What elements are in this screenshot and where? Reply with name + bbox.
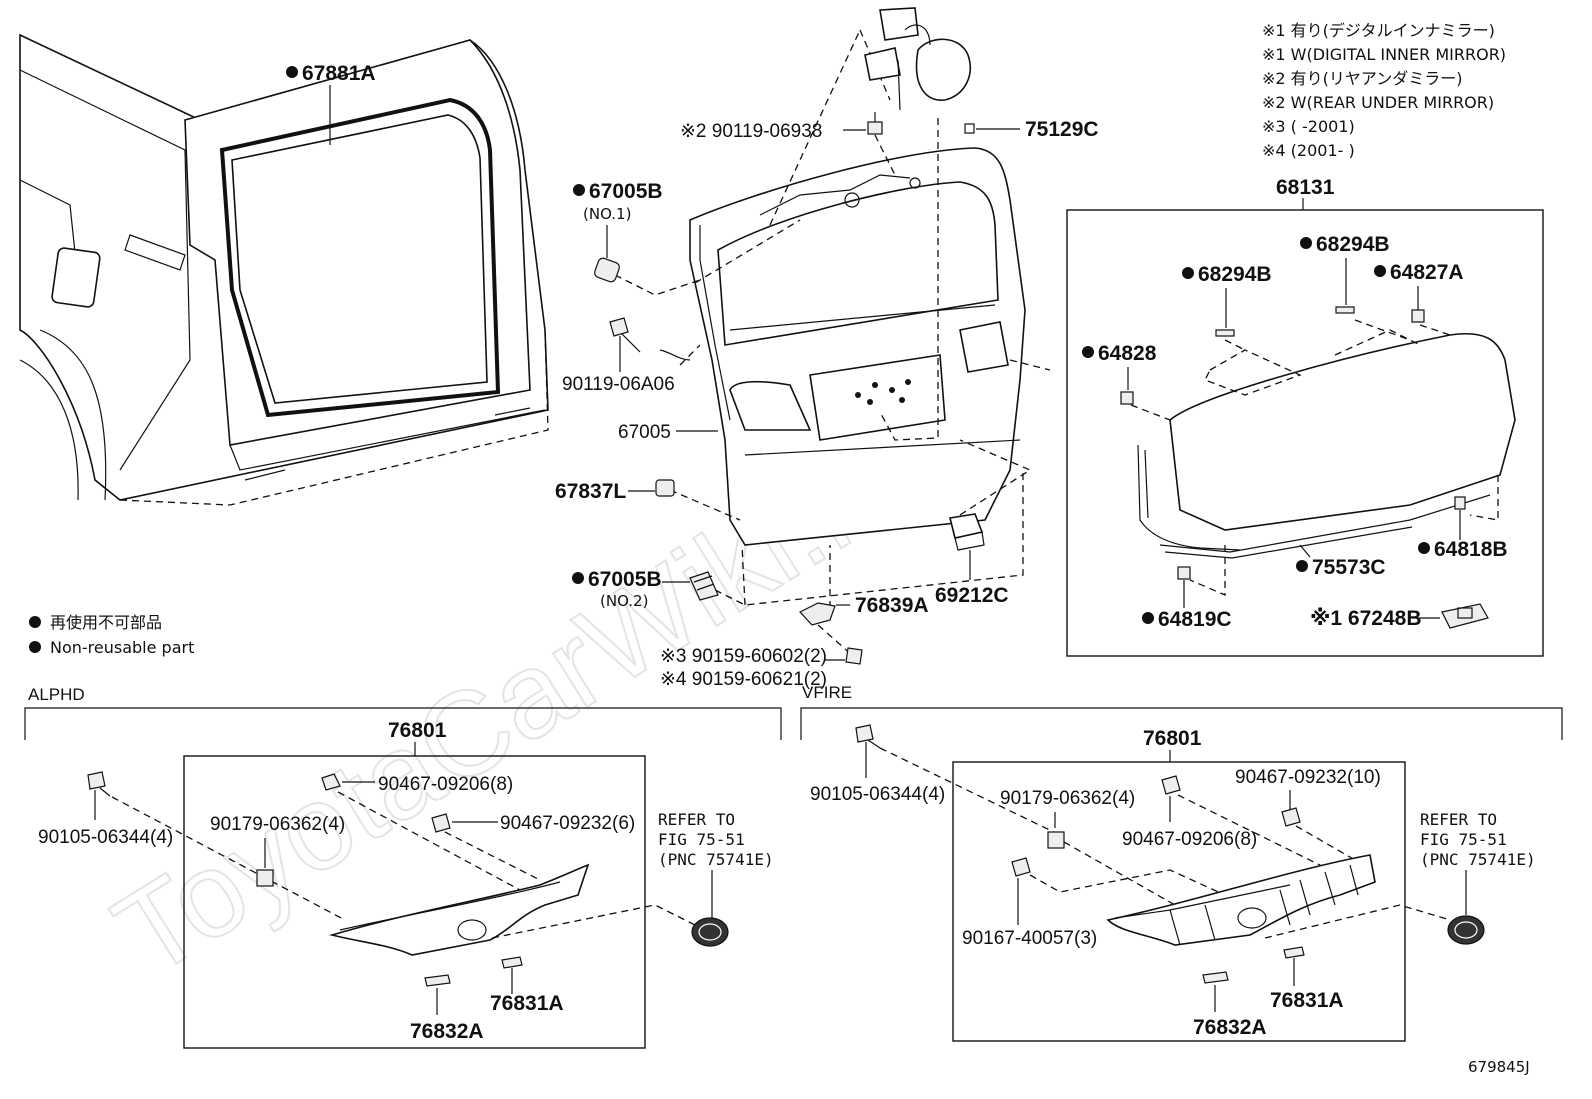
label-vfire-refer-3: (PNC 75741E) bbox=[1420, 850, 1536, 869]
label-alphd-90179-06362: 90179-06362(4) bbox=[210, 814, 345, 835]
nut-90467-09232-vfire bbox=[1281, 807, 1301, 827]
emblem-vfire bbox=[1447, 915, 1485, 945]
clip-64818B bbox=[1454, 496, 1466, 510]
label-vfire-76801: 76801 bbox=[1143, 727, 1202, 750]
clip-68294B-b bbox=[1215, 329, 1235, 337]
note-1-jp: ※1 有り(デジタルインナミラー) bbox=[1262, 21, 1495, 40]
label-90159-60602: ※3 90159-60602(2) bbox=[660, 646, 827, 667]
legend-jp: 再使用不可部品 bbox=[50, 613, 162, 632]
label-vfire-refer-2: FIG 75-51 bbox=[1420, 830, 1507, 849]
bolt-90167-40057-vfire bbox=[1011, 857, 1031, 877]
box-alphd-76801 bbox=[183, 755, 646, 1049]
screw-90105-06344-vfire bbox=[855, 724, 881, 749]
note-2-en: ※2 W(REAR UNDER MIRROR) bbox=[1262, 93, 1494, 112]
note-1-en: ※1 W(DIGITAL INNER MIRROR) bbox=[1262, 45, 1506, 64]
label-75573C: 75573C bbox=[1312, 556, 1386, 579]
emblem-76831A-vfire bbox=[1283, 946, 1305, 959]
legend-en: Non-reusable part bbox=[50, 638, 194, 657]
bolt-90119-06A06 bbox=[609, 317, 691, 361]
label-69212C: 69212C bbox=[935, 584, 1009, 607]
nut-90467-09232-alphd bbox=[431, 813, 451, 833]
label-67005B-no1-sub: (NO.1) bbox=[583, 205, 631, 223]
label-90119-06A06: 90119-06A06 bbox=[562, 374, 675, 395]
box-68131 bbox=[1066, 209, 1544, 657]
label-67881A: 67881A bbox=[302, 62, 376, 85]
back-door-67005 bbox=[689, 147, 1026, 546]
bracket-76839A bbox=[799, 602, 836, 626]
section-alphd: ALPHD bbox=[28, 685, 85, 704]
note-2-jp: ※2 有り(リヤアンダミラー) bbox=[1262, 69, 1463, 88]
note-3: ※3 ( -2001) bbox=[1262, 117, 1355, 136]
label-64827A: 64827A bbox=[1390, 261, 1464, 284]
label-alphd-refer-3: (PNC 75741E) bbox=[658, 850, 774, 869]
trim-68131 bbox=[1137, 333, 1516, 559]
emblem-76832A-alphd bbox=[424, 974, 451, 987]
section-vfire: VFIRE bbox=[802, 683, 852, 702]
label-vfire-76832A: 76832A bbox=[1193, 1016, 1267, 1039]
label-67837L: 67837L bbox=[555, 480, 626, 503]
label-67248B: ※1 67248B bbox=[1310, 607, 1422, 630]
label-76839A: 76839A bbox=[855, 594, 929, 617]
label-vfire-refer-1: REFER TO bbox=[1420, 810, 1497, 829]
label-67005B-no1: 67005B bbox=[589, 180, 663, 203]
label-67005B-no2-sub: (NO.2) bbox=[600, 592, 648, 610]
notes-block: ※1 有り(デジタルインナミラー) ※1 W(DIGITAL INNER MIR… bbox=[1262, 21, 1506, 160]
clip-64827A bbox=[1411, 309, 1425, 323]
label-alphd-90467-09206: 90467-09206(8) bbox=[378, 774, 513, 795]
label-alphd-90467-09232: 90467-09232(6) bbox=[500, 813, 635, 834]
rear-under-mirror bbox=[864, 7, 972, 111]
box-vfire-76801 bbox=[952, 761, 1406, 1042]
stopper-67005B-no1 bbox=[594, 257, 620, 283]
note-4: ※4 (2001- ) bbox=[1262, 141, 1355, 160]
label-vfire-90105-06344: 90105-06344(4) bbox=[810, 784, 945, 805]
label-alphd-90105-06344: 90105-06344(4) bbox=[38, 827, 173, 848]
label-68294B-a: 68294B bbox=[1316, 233, 1390, 256]
clip-67837L bbox=[655, 479, 675, 497]
nut-90467-09206-vfire bbox=[1161, 775, 1181, 795]
garnish-76801-alphd bbox=[328, 863, 590, 956]
label-75129C: 75129C bbox=[1025, 118, 1099, 141]
label-90159-60621: ※4 90159-60621(2) bbox=[660, 669, 827, 690]
clip-90179-06362-alphd bbox=[256, 869, 274, 887]
label-alphd-refer-2: FIG 75-51 bbox=[658, 830, 745, 849]
label-67005B-no2: 67005B bbox=[588, 568, 662, 591]
label-68131: 68131 bbox=[1276, 176, 1335, 199]
stopper-67005B-no2 bbox=[689, 571, 719, 601]
garnish-76801-vfire bbox=[1106, 854, 1376, 946]
label-vfire-90179-06362: 90179-06362(4) bbox=[1000, 788, 1135, 809]
bolt-90159 bbox=[845, 647, 863, 665]
label-90119-06938: ※2 90119-06938 bbox=[680, 121, 822, 142]
legend: 再使用不可部品 Non-reusable part bbox=[29, 613, 194, 657]
label-68294B-b: 68294B bbox=[1198, 263, 1272, 286]
camera-67248B bbox=[1441, 603, 1489, 629]
clip-64819C bbox=[1177, 566, 1191, 580]
emblem-alphd bbox=[691, 917, 729, 947]
emblem-76832A-vfire bbox=[1202, 971, 1229, 984]
label-alphd-76832A: 76832A bbox=[410, 1020, 484, 1043]
figure-code: 679845J bbox=[1468, 1058, 1530, 1076]
nut-90467-09206-alphd bbox=[321, 773, 341, 791]
label-64819C: 64819C bbox=[1158, 608, 1232, 631]
label-67005: 67005 bbox=[618, 422, 671, 443]
label-64818B: 64818B bbox=[1434, 538, 1508, 561]
label-vfire-90167-40057: 90167-40057(3) bbox=[962, 928, 1097, 949]
label-vfire-90467-09206: 90467-09206(8) bbox=[1122, 829, 1257, 850]
bolt-90119-06938 bbox=[867, 112, 883, 135]
screw-90105-06344-alphd bbox=[87, 771, 111, 797]
clip-90179-06362-vfire bbox=[1047, 831, 1065, 849]
label-vfire-76831A: 76831A bbox=[1270, 989, 1344, 1012]
label-64828: 64828 bbox=[1098, 342, 1157, 365]
emblem-76831A-alphd bbox=[501, 956, 523, 969]
label-alphd-76801: 76801 bbox=[388, 719, 447, 742]
label-vfire-90467-09232: 90467-09232(10) bbox=[1235, 767, 1381, 788]
clip-64828 bbox=[1120, 391, 1134, 405]
label-alphd-refer-1: REFER TO bbox=[658, 810, 735, 829]
clip-68294B-a bbox=[1335, 306, 1355, 314]
handle-69212C bbox=[949, 513, 985, 551]
vehicle-body-illustration bbox=[19, 33, 549, 501]
label-alphd-76831A: 76831A bbox=[490, 992, 564, 1015]
